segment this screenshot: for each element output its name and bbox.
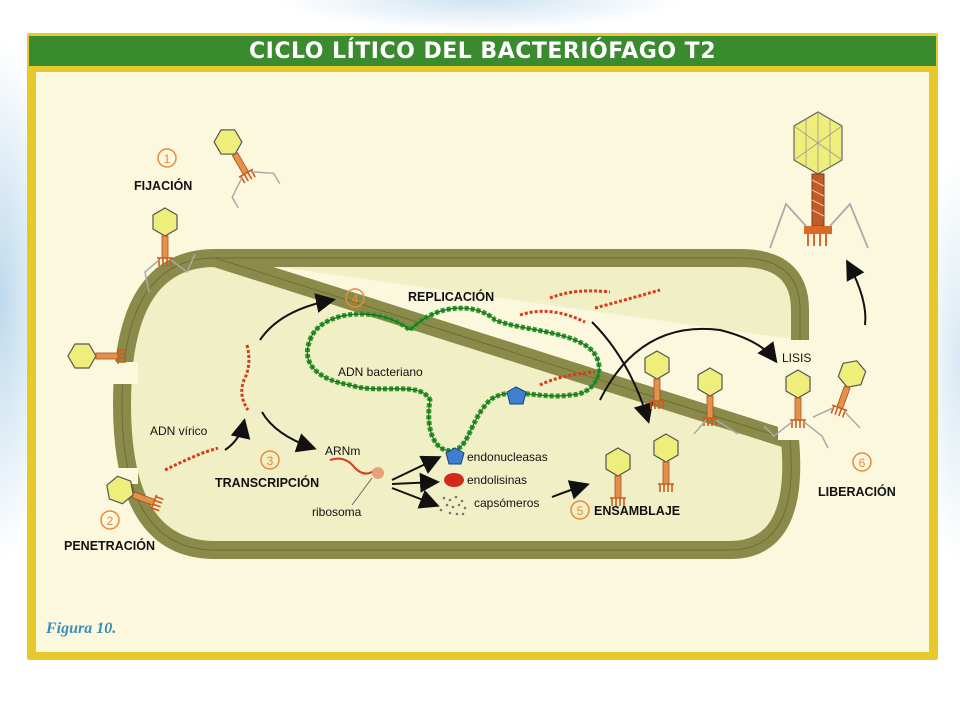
- ribosome-pointer: [351, 477, 373, 506]
- step-circle-6: 6: [852, 452, 872, 472]
- bacterial-dna: [304, 305, 602, 454]
- step-number-4: 4: [352, 292, 359, 306]
- phage-release-1: [763, 369, 829, 449]
- step-label-fixation: FIJACIÓN: [134, 178, 192, 193]
- phage-large: [769, 111, 869, 249]
- title-bar: CICLO LÍTICO DEL BACTERIÓFAGO T2: [29, 36, 936, 66]
- flow-arrows: [224, 259, 867, 509]
- step-label-replication: REPLICACIÓN: [408, 289, 494, 304]
- label-ribosome: ribosoma: [312, 505, 362, 519]
- label-viral-dna: ADN vírico: [150, 424, 208, 438]
- step-number-3: 3: [267, 454, 274, 468]
- step-label-penetration: PENETRACIÓN: [64, 538, 155, 553]
- step-circle-3: 3: [260, 450, 280, 470]
- step-label-transcription: TRANSCRIPCIÓN: [215, 475, 319, 490]
- step-number-1: 1: [164, 152, 171, 166]
- label-mrna: ARNm: [325, 444, 360, 458]
- label-lysis: LISIS: [782, 351, 811, 365]
- step-number-6: 6: [859, 456, 866, 470]
- ribosome-shape: [372, 467, 384, 479]
- label-bacterial-dna: ADN bacteriano: [338, 365, 423, 379]
- step-label-assembly: ENSAMBLAJE: [594, 504, 680, 518]
- step-number-5: 5: [577, 504, 584, 518]
- figure-caption: Figura 10.: [46, 620, 117, 637]
- step-circle-5: 5: [570, 500, 590, 520]
- phage-fixation-1: [209, 123, 281, 209]
- step-circle-2: 2: [100, 510, 120, 530]
- endolysin-icon: [444, 473, 464, 487]
- endonuclease-icon: [445, 447, 465, 465]
- capsomer-icon: [439, 495, 467, 516]
- figure-title: CICLO LÍTICO DEL BACTERIÓFAGO T2: [248, 38, 716, 64]
- step-number-2: 2: [107, 514, 114, 528]
- endonuclease-on-dna-icon: [506, 386, 527, 405]
- bacterial-cell: [108, 248, 818, 559]
- label-endonucleases: endonucleasas: [467, 450, 548, 464]
- label-capsomers: capsómeros: [474, 496, 539, 510]
- phage-release-2: [812, 355, 869, 429]
- viral-dna-strands: [164, 288, 661, 475]
- step-circle-1: 1: [157, 148, 177, 168]
- phage-fixation-2: [144, 207, 196, 293]
- step-circle-4: 4: [345, 288, 365, 308]
- label-endolysins: endolisinas: [467, 473, 527, 487]
- phage-assembly-4: [693, 367, 739, 435]
- step-label-release: LIBERACIÓN: [818, 484, 896, 499]
